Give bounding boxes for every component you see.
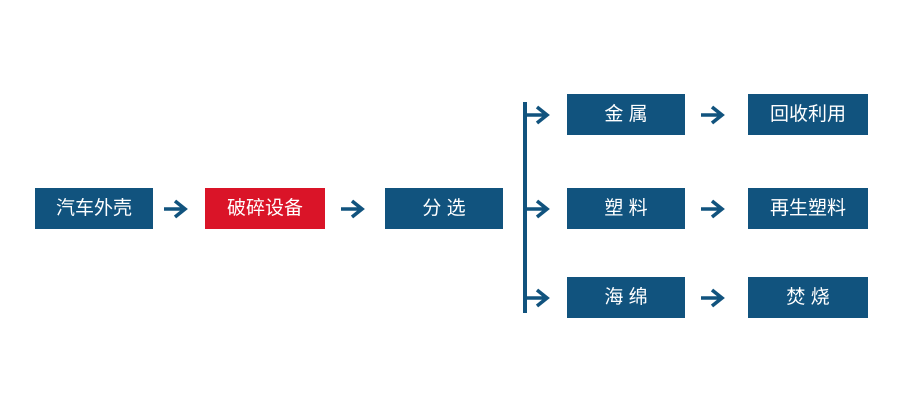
branch-arrow-icon xyxy=(525,105,550,125)
node-car-shell: 汽车外壳 xyxy=(35,188,153,229)
node-recycling: 回收利用 xyxy=(748,94,868,135)
node-sponge: 海 绵 xyxy=(567,277,685,318)
branch-arrow-icon xyxy=(525,199,550,219)
node-sorting: 分 选 xyxy=(385,188,503,229)
node-plastic: 塑 料 xyxy=(567,188,685,229)
node-incineration: 焚 烧 xyxy=(748,277,868,318)
arrow-right-icon xyxy=(701,199,725,219)
node-recycled-plastic: 再生塑料 xyxy=(748,188,868,229)
arrow-right-icon xyxy=(164,199,188,219)
node-metal: 金 属 xyxy=(567,94,685,135)
node-crushing-equipment: 破碎设备 xyxy=(205,188,325,229)
branch-arrow-icon xyxy=(525,288,550,308)
arrow-right-icon xyxy=(701,288,725,308)
arrow-right-icon xyxy=(341,199,365,219)
arrow-right-icon xyxy=(701,105,725,125)
